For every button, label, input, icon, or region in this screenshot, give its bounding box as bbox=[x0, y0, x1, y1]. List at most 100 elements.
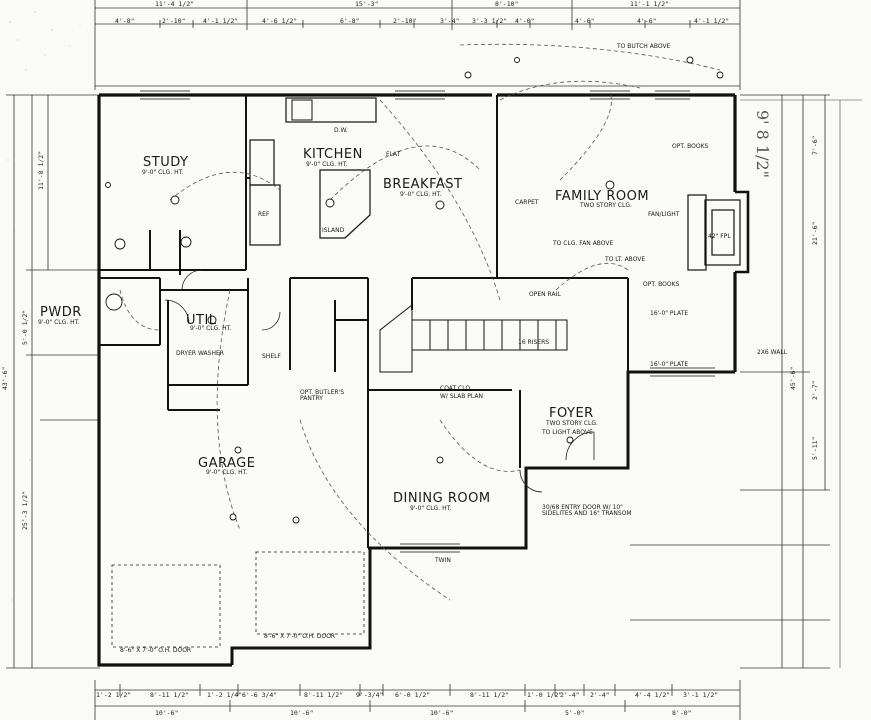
note-opt-books-mid: OPT. BOOKS bbox=[643, 281, 680, 288]
dim-bottom-4: 6'-6 3/4" bbox=[242, 691, 278, 699]
dim-bottom-3: 1'-2 1/4" bbox=[207, 691, 243, 699]
dim-right-4: 5'-11" bbox=[811, 436, 819, 460]
dim-top2-8: 3'-3 1/2" bbox=[472, 17, 508, 25]
note-plate-bottom: 16'-0" PLATE bbox=[650, 361, 689, 368]
note-2x6-wall: 2X6 WALL bbox=[757, 349, 788, 356]
note-opt-books-top: OPT. BOOKS bbox=[672, 143, 709, 150]
dim-bottom-1: 1'-2 1/2" bbox=[96, 691, 132, 699]
light-fixtures bbox=[105, 56, 724, 524]
dim-bottom-2: 8'-11 1/2" bbox=[150, 691, 190, 699]
garage-doors bbox=[111, 551, 365, 648]
room-name-garage: GARAGE bbox=[198, 456, 256, 471]
dim-bottom-10: 2'-4" bbox=[560, 691, 580, 699]
note-refrigerator: REF bbox=[258, 211, 270, 218]
dim-top-3: 8'-10" bbox=[495, 0, 519, 8]
note-flat: FLAT bbox=[386, 151, 401, 158]
note-shelf: SHELF bbox=[262, 353, 281, 360]
note-clg-fan: TO CLG. FAN ABOVE bbox=[553, 240, 614, 247]
electrical-runs bbox=[119, 43, 721, 601]
dim-left-2: 25'-3 1/2" bbox=[21, 490, 29, 530]
stair-treads bbox=[379, 303, 568, 373]
note-garage-door-left: 8'-6" X 7'-0" O.H. DOOR bbox=[120, 647, 192, 654]
dim-right-1: 21'-6" bbox=[811, 221, 819, 245]
note-island: ISLAND bbox=[322, 227, 345, 234]
note-open-rail: OPEN RAIL bbox=[529, 291, 561, 298]
dim-bottom-9: 1'-0 1/2" bbox=[527, 691, 563, 699]
note-risers: 16 RISERS bbox=[518, 339, 550, 346]
room-name-study: STUDY bbox=[143, 155, 189, 170]
room-note-study: 9'-0" CLG. HT. bbox=[142, 169, 184, 176]
dim-left-4: 5'-0 1/2" bbox=[21, 309, 29, 345]
dim-top-4: 11'-1 1/2" bbox=[630, 0, 670, 8]
note-coat-closet: COAT CLO. bbox=[440, 385, 472, 392]
right-dimension-lines bbox=[630, 94, 830, 669]
dim-bottom2-5: 8'-0" bbox=[672, 709, 692, 717]
dim-bottom-13: 3'-1 1/2" bbox=[683, 691, 719, 699]
dim-top2-6: 2'-10" bbox=[393, 17, 417, 25]
note-foyer-light: TO LIGHT ABOVE bbox=[542, 429, 593, 436]
dim-top-1: 11'-4 1/2" bbox=[155, 0, 195, 8]
fireplace bbox=[687, 194, 741, 271]
door-swings bbox=[164, 269, 595, 493]
note-fireplace: 42" FPL bbox=[708, 233, 731, 240]
dim-right-3: 7'-6" bbox=[811, 135, 819, 155]
kitchen-counters bbox=[249, 97, 377, 246]
dim-top-2: 15'-3" bbox=[355, 0, 379, 8]
interior-walls bbox=[99, 95, 629, 548]
room-note-family-room: TWO STORY CLG. bbox=[580, 202, 632, 209]
dim-top2-12: 4'-1 1/2" bbox=[694, 17, 730, 25]
room-note-dining-room: 9'-0" CLG. HT. bbox=[410, 505, 452, 512]
dim-top2-4: 4'-6 1/2" bbox=[262, 17, 298, 25]
dim-left-3: 11'-8 1/2" bbox=[37, 150, 45, 190]
room-name-foyer: FOYER bbox=[549, 406, 594, 421]
dim-bottom2-3: 10'-6" bbox=[430, 709, 454, 717]
dim-bottom-12: 4'-4 1/2" bbox=[635, 691, 671, 699]
dim-bottom-6: 9'-3/4" bbox=[356, 691, 384, 699]
note-twin: TWIN bbox=[435, 557, 451, 564]
note-slab-plan: W/ SLAB PLAN bbox=[440, 393, 483, 400]
note-fan-light: FAN/LIGHT bbox=[648, 211, 680, 218]
bottom-dimension-lines bbox=[94, 680, 741, 720]
dim-bottom-5: 8'-11 1/2" bbox=[304, 691, 344, 699]
dim-right-5: 2'-7" bbox=[811, 380, 819, 400]
dim-bottom2-4: 5'-0" bbox=[565, 709, 585, 717]
dim-top2-9: 4'-0" bbox=[515, 17, 535, 25]
room-note-breakfast: 9'-0" CLG. HT. bbox=[400, 191, 442, 198]
note-plate-top: 16'-0" PLATE bbox=[650, 310, 689, 317]
note-to-butch: TO BUTCH ABOVE bbox=[617, 43, 671, 50]
room-name-dining-room: DINING ROOM bbox=[393, 491, 491, 506]
dim-left-1: 43'-6" bbox=[1, 366, 9, 390]
dim-right-2: 45'-6" bbox=[789, 366, 797, 390]
right-grid-lines bbox=[740, 99, 862, 668]
room-note-garage: 9'-0" CLG. HT. bbox=[206, 469, 248, 476]
room-name-breakfast: BREAKFAST bbox=[383, 177, 463, 192]
dim-top2-7: 3'-4" bbox=[440, 17, 460, 25]
note-garage-door-right: 8'-6" X 7'-0" O.H. DOOR bbox=[264, 633, 336, 640]
room-note-pwdr: 9'-0" CLG. HT. bbox=[38, 319, 80, 326]
top-dimension-lines bbox=[94, 0, 741, 90]
room-note-kitchen: 9'-0" CLG. HT. bbox=[306, 161, 348, 168]
dim-bottom-7: 6'-0 1/2" bbox=[395, 691, 431, 699]
window-marks bbox=[140, 90, 715, 553]
room-name-family-room: FAMILY ROOM bbox=[555, 189, 650, 204]
room-name-kitchen: KITCHEN bbox=[303, 147, 363, 162]
dim-top2-11: 4'-6" bbox=[637, 17, 657, 25]
dim-top2-3: 4'-1 1/2" bbox=[203, 17, 239, 25]
room-note-util: 9'-0" CLG. HT. bbox=[190, 325, 232, 332]
dim-bottom-8: 8'-11 1/2" bbox=[470, 691, 510, 699]
dim-bottom2-2: 10'-6" bbox=[290, 709, 314, 717]
paper-speckle bbox=[3, 7, 81, 601]
dim-top2-5: 6'-8" bbox=[340, 17, 360, 25]
dim-bottom2-1: 10'-6" bbox=[155, 709, 179, 717]
left-dimension-lines bbox=[6, 94, 100, 669]
room-note-foyer: TWO STORY CLG. bbox=[546, 420, 598, 427]
room-name-util: UTIL bbox=[186, 313, 217, 328]
dim-top2-10: 4'-6" bbox=[575, 17, 595, 25]
exterior-walls bbox=[97, 93, 750, 667]
note-entry-door: 30/68 ENTRY DOOR W/ 10" SIDELITES AND 16… bbox=[542, 504, 632, 517]
handwritten-note: 9' 8 1/2" bbox=[753, 110, 772, 179]
note-lt-above: TO LT. ABOVE bbox=[605, 256, 646, 263]
note-butler-pantry: OPT. BUTLER'S PANTRY bbox=[300, 389, 345, 402]
